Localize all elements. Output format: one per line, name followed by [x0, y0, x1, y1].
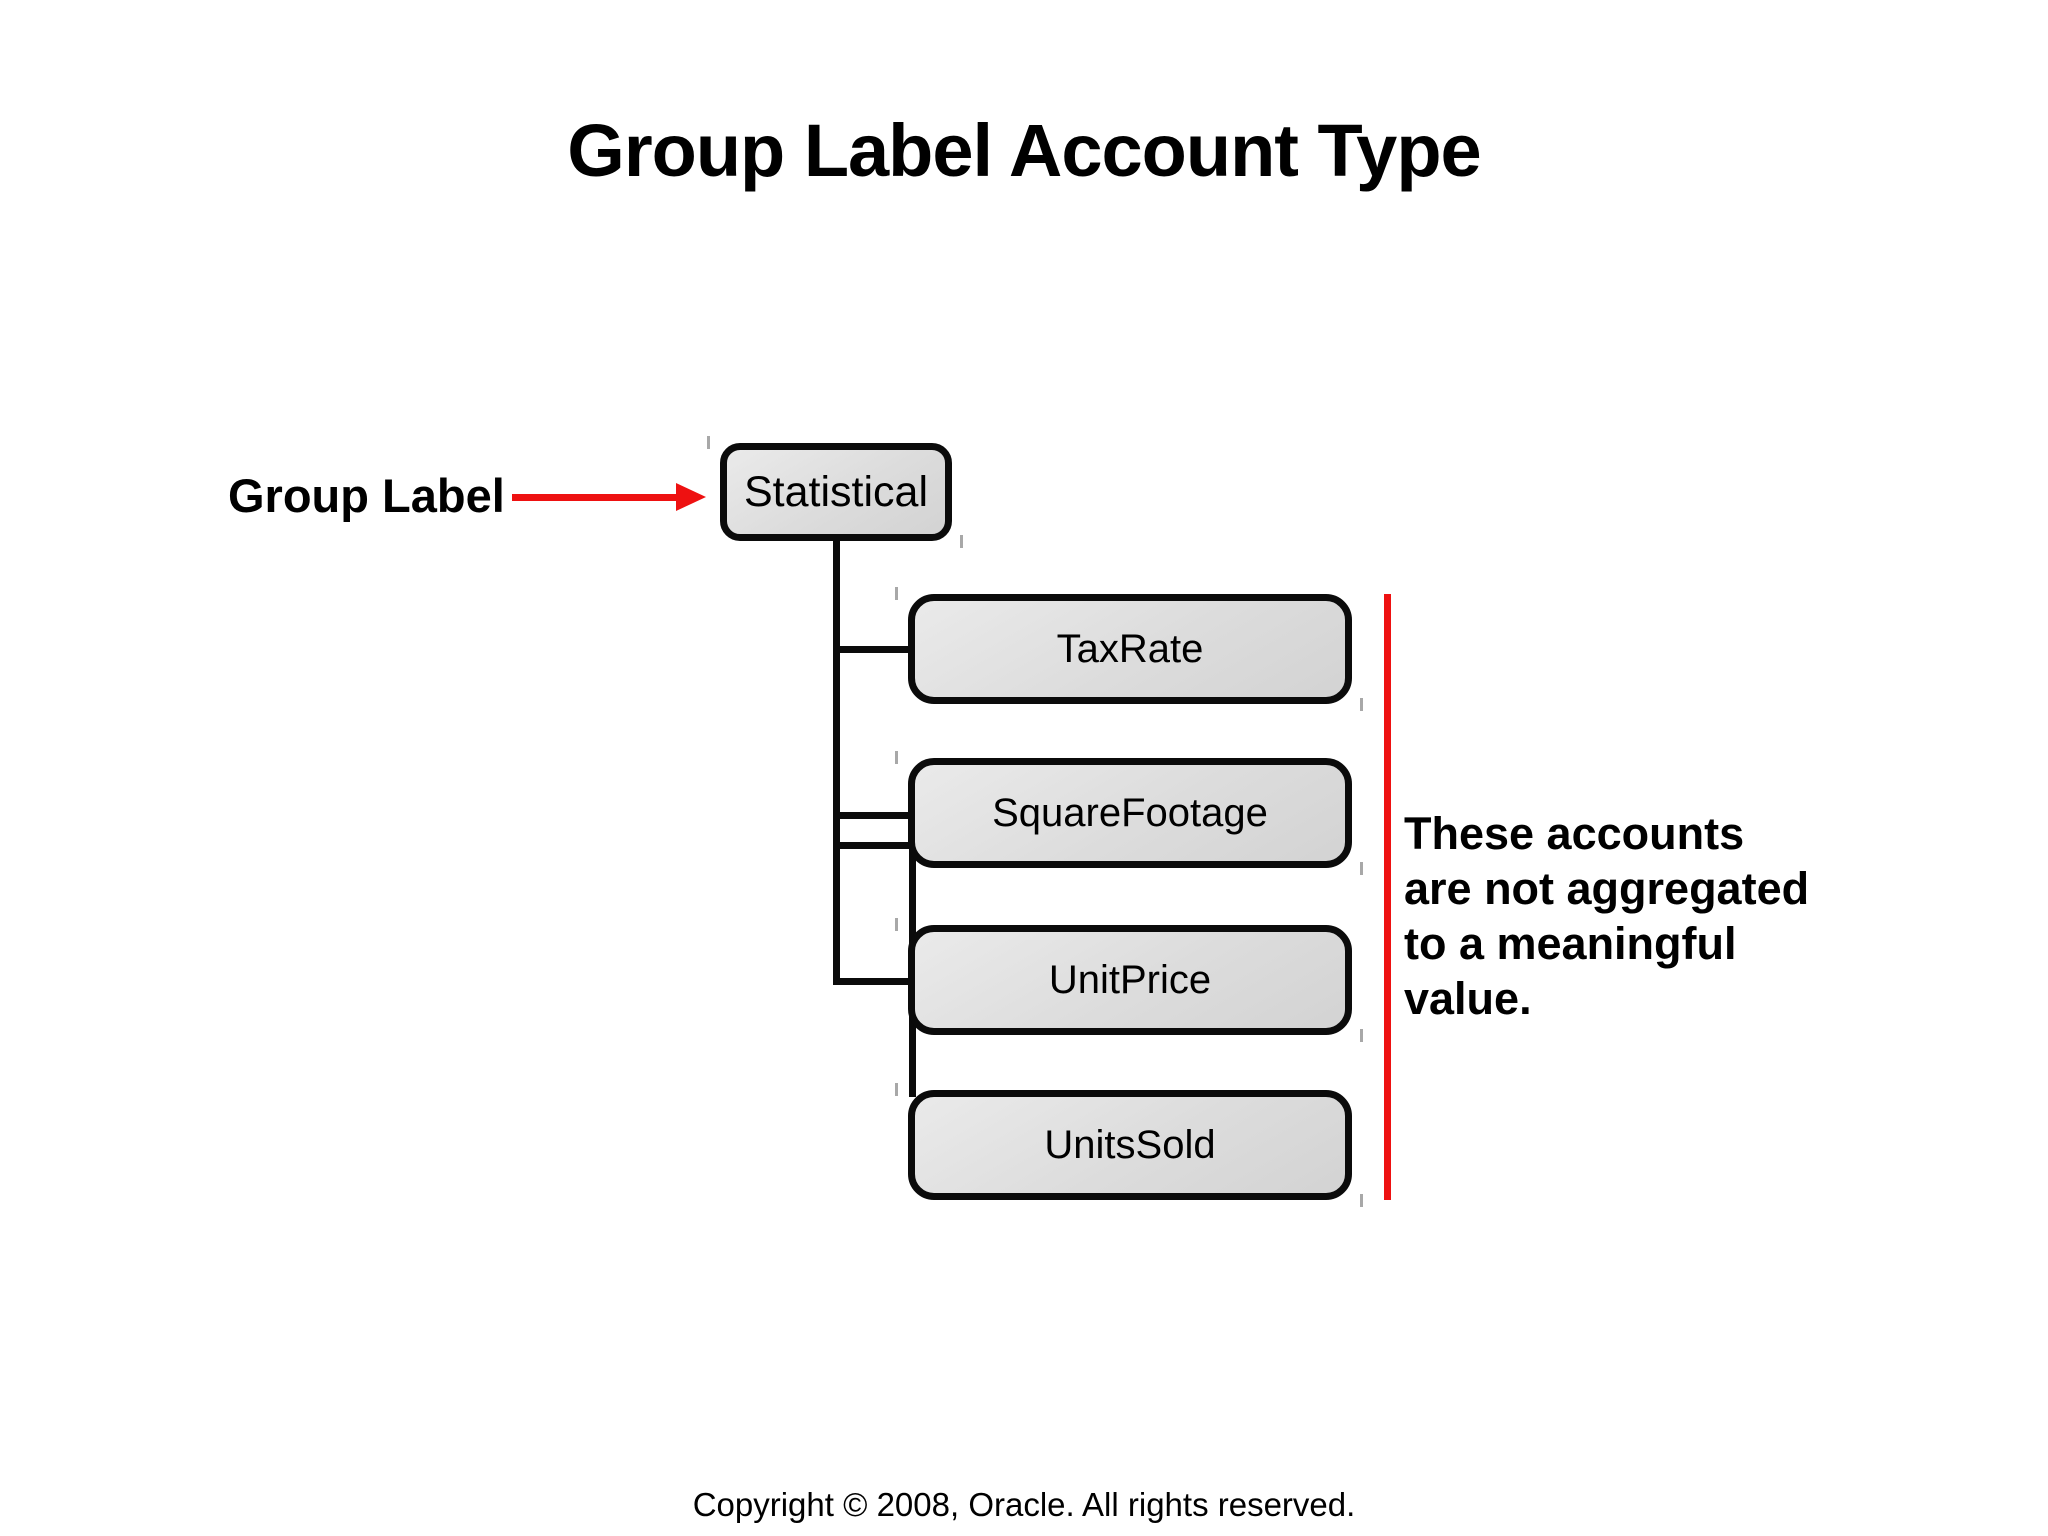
annotation-line: value.: [1404, 973, 1532, 1024]
annotation-line: to a meaningful: [1404, 918, 1737, 969]
node-statistical: Statistical: [707, 436, 963, 548]
red-arrow-head-icon: [676, 483, 706, 511]
node-taxrate: TaxRate: [895, 587, 1363, 711]
node-unitprice-label: UnitPrice: [1048, 957, 1212, 1002]
annotation-line: are not aggregated: [1404, 863, 1810, 914]
connector-branch-unitprice: [836, 978, 914, 985]
connector-trunk: [833, 538, 840, 985]
node-unitssold-label: UnitsSold: [1044, 1122, 1216, 1167]
annotation-line: These accounts: [1404, 808, 1745, 859]
connector-branch-squarefootage-lower: [836, 842, 916, 849]
annotation-red-bar: [1384, 594, 1391, 1200]
connector-branch-squarefootage-upper: [836, 812, 912, 819]
annotation-text: These accounts are not aggregated to a m…: [1404, 806, 1809, 1026]
slide-title: Group Label Account Type: [567, 109, 1481, 192]
red-arrow-shaft: [512, 494, 680, 501]
node-squarefootage-label: SquareFootage: [992, 790, 1268, 835]
connector-branch-taxrate: [836, 646, 912, 653]
node-unitprice: UnitPrice: [895, 918, 1363, 1042]
copyright-text: Copyright © 2008, Oracle. All rights res…: [692, 1486, 1356, 1523]
node-squarefootage: SquareFootage: [895, 751, 1363, 875]
node-taxrate-label: TaxRate: [1056, 626, 1204, 671]
group-label-text: Group Label: [228, 469, 505, 522]
node-unitssold: UnitsSold: [895, 1083, 1363, 1207]
node-statistical-label: Statistical: [743, 467, 928, 516]
